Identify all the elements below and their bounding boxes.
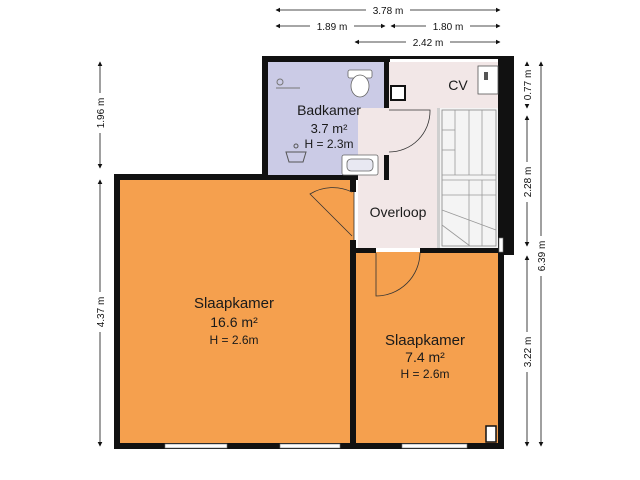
staircase <box>441 109 497 247</box>
room-height: H = 2.6m <box>209 333 258 347</box>
room-area: 16.6 m² <box>210 314 258 330</box>
room-name: CV <box>448 77 468 93</box>
dimension-left-lower: 4.37 m <box>96 297 107 328</box>
room-area: 7.4 m² <box>405 349 445 365</box>
room-name: Badkamer <box>297 102 361 118</box>
room-area: 3.7 m² <box>311 121 349 136</box>
room-slaapkamer-large: Slaapkamer 16.6 m² H = 2.6m <box>194 295 274 347</box>
small-bedroom-floor <box>356 252 498 444</box>
dimension-top-right: 1.80 m <box>433 22 464 33</box>
dimension-left-upper: 1.96 m <box>96 98 107 129</box>
dimension-top-sub: 2.42 m <box>413 38 444 49</box>
dimension-top-left: 1.89 m <box>317 22 348 33</box>
dimension-right-a: 0.77 m <box>523 70 534 101</box>
doors <box>309 109 431 297</box>
room-height: H = 2.6m <box>400 367 449 381</box>
large-bedroom-floor <box>120 180 354 444</box>
dimension-right-b: 2.28 m <box>523 167 534 198</box>
dimension-right-c: 3.22 m <box>523 337 534 368</box>
towel-rail-icon <box>276 78 300 89</box>
room-name: Slaapkamer <box>194 295 274 312</box>
room-cv: CV <box>448 77 468 93</box>
boiler-icon <box>477 65 499 95</box>
windows <box>164 237 504 449</box>
radiator-icon <box>485 425 497 443</box>
hallway-floor-bath-gap <box>358 178 389 248</box>
toilet-icon <box>347 69 373 98</box>
dimension-top-total: 3.78 m <box>373 6 404 17</box>
shower-icon <box>285 143 307 163</box>
room-name: Overloop <box>370 204 427 220</box>
room-slaapkamer-small: Slaapkamer 7.4 m² H = 2.6m <box>385 332 465 381</box>
room-badkamer: Badkamer 3.7 m² H = 2.3m <box>297 102 361 151</box>
sink-icon <box>341 154 379 176</box>
dimension-right-total: 6.39 m <box>537 241 548 272</box>
room-name: Slaapkamer <box>385 332 465 349</box>
valve-icon <box>390 85 406 101</box>
room-height: H = 2.3m <box>304 137 353 151</box>
room-overloop: Overloop <box>370 204 427 220</box>
